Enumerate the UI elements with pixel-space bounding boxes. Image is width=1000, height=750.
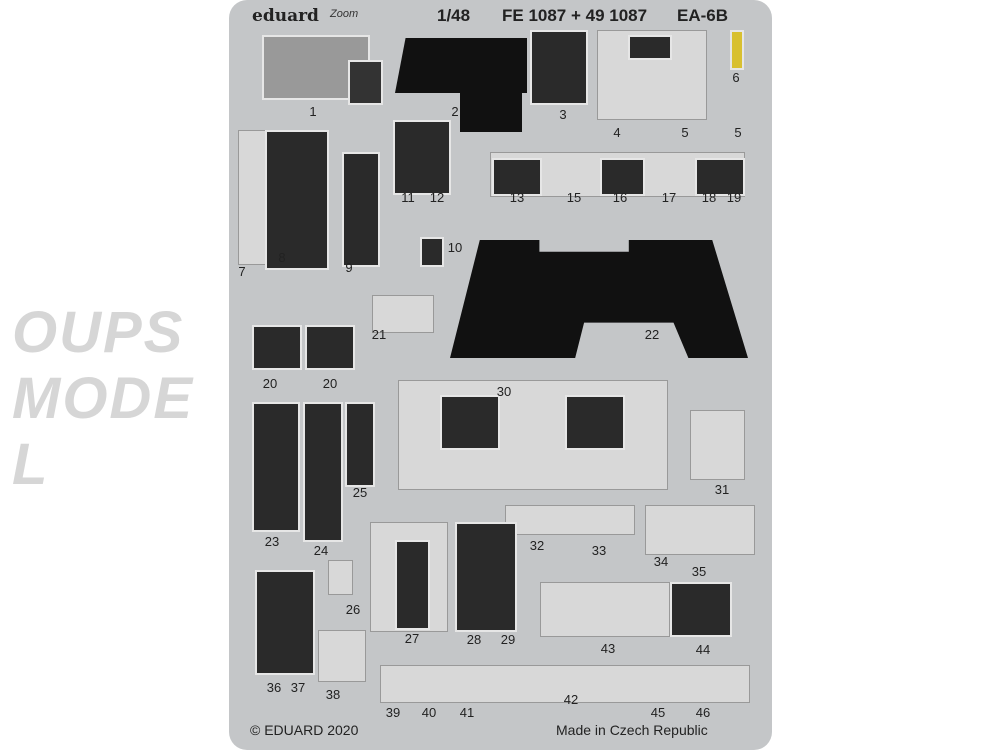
- part-number: 45: [650, 705, 666, 720]
- watermark: OUPS MODEL: [12, 300, 194, 497]
- part-number: 46: [695, 705, 711, 720]
- part-number: 31: [714, 482, 730, 497]
- part-number: 4: [613, 125, 621, 140]
- part-number: 21: [371, 327, 387, 342]
- part-number: 20: [322, 376, 338, 391]
- part-number: 24: [313, 543, 329, 558]
- part-number: 34: [653, 554, 669, 569]
- part-number: 26: [345, 602, 361, 617]
- part-number: 35: [691, 564, 707, 579]
- part-number: 37: [290, 680, 306, 695]
- part-number: 7: [238, 264, 246, 279]
- part-number: 18: [701, 190, 717, 205]
- part-number: 5: [681, 125, 689, 140]
- part-number: 20: [262, 376, 278, 391]
- part-number: 19: [726, 190, 742, 205]
- part-number: 13: [509, 190, 525, 205]
- part-number: 29: [500, 632, 516, 647]
- part-number: 28: [466, 632, 482, 647]
- part-number: 12: [429, 190, 445, 205]
- part-number: 5: [734, 125, 742, 140]
- part-number: 39: [385, 705, 401, 720]
- part-number: 44: [695, 642, 711, 657]
- part-number: 22: [644, 327, 660, 342]
- part-number: 9: [345, 260, 353, 275]
- part-number: 3: [559, 107, 567, 122]
- brand-logo: eduard: [252, 6, 319, 26]
- scale-label: 1/48: [437, 6, 471, 25]
- part-number: 43: [600, 641, 616, 656]
- origin-label: Made in Czech Republic: [556, 722, 708, 738]
- part-number: 42: [563, 692, 579, 707]
- copyright: © EDUARD 2020: [250, 722, 359, 738]
- part-number: 1: [309, 104, 317, 119]
- part-number: 11: [401, 190, 415, 205]
- zoom-logo: Zoom: [330, 8, 359, 20]
- part-number: 38: [325, 687, 341, 702]
- model-name: EA-6B: [677, 6, 729, 25]
- part-number: 16: [612, 190, 628, 205]
- part-number: 40: [421, 705, 437, 720]
- part-number: 10: [447, 240, 463, 255]
- part-number: 27: [404, 631, 420, 646]
- product-code: FE 1087 + 49 1087: [502, 6, 648, 25]
- part-number: 2: [451, 104, 459, 119]
- part-number: 25: [352, 485, 368, 500]
- part-number: 32: [529, 538, 545, 553]
- part-number: 23: [264, 534, 280, 549]
- part-number: 17: [661, 190, 677, 205]
- part-number: 41: [459, 705, 475, 720]
- part-number: 8: [278, 250, 286, 265]
- part-number: 36: [266, 680, 282, 695]
- part-number: 6: [732, 70, 740, 85]
- part-number: 33: [591, 543, 607, 558]
- part-number: 30: [496, 384, 512, 399]
- part-number: 15: [566, 190, 582, 205]
